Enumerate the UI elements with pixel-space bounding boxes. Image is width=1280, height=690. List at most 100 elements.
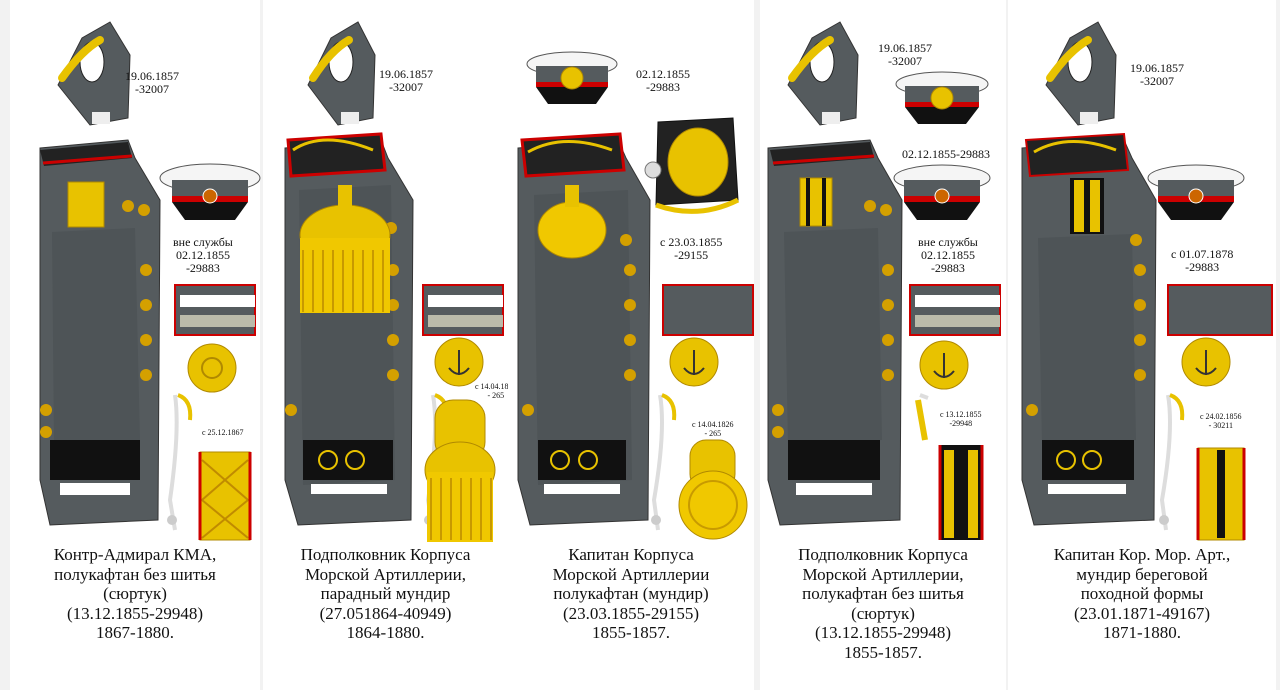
note-line: 02.12.1855 — [175, 248, 230, 262]
peaked-cap-icon — [893, 164, 991, 220]
strap-date-note: с 14.04.1826 - 265 — [475, 382, 517, 400]
anchor-button-icon — [1181, 337, 1231, 387]
caption-line: (сюртук) — [103, 584, 167, 603]
strap-date-note: с 25.12.1867 — [202, 428, 244, 437]
note-line: вне службы — [918, 235, 978, 249]
collar-patch-icon — [1167, 284, 1273, 336]
note-line: -32007 — [888, 54, 922, 68]
coat-icon — [517, 132, 651, 526]
caption-line: Капитан Кор. Мор. Арт., — [1053, 545, 1231, 564]
note-line: -29883 — [1185, 260, 1220, 274]
peaked-cap-icon — [895, 71, 989, 124]
note-line: 19.06.1857 — [1130, 61, 1184, 75]
uniform-illustration-3 — [517, 51, 754, 540]
collar-patch-icon — [174, 284, 256, 336]
uniform-caption: Подполковник Корпуса Морской Артиллерии,… — [760, 545, 1006, 662]
note-line: - 265 — [487, 391, 505, 400]
shako-date-note: с 23.03.1855 -29155 — [660, 236, 722, 262]
note-line: с 24.02.1856 — [1200, 412, 1242, 421]
bicorne-hat-icon — [787, 21, 859, 126]
collar-patch-icon — [422, 284, 504, 336]
cap-date-note: 02.12.1855-29883 — [902, 148, 990, 161]
uniform-caption: Капитан Корпуса Морской Артиллерии полук… — [508, 545, 754, 643]
caption-line: мундир береговой — [1076, 564, 1208, 584]
epaulette-strap-icon — [678, 439, 748, 540]
sword-icon — [915, 393, 929, 441]
sword-icon — [1159, 393, 1185, 531]
note-line: -29883 — [646, 80, 680, 94]
hat-date-note: 19.06.1857 -32007 — [878, 42, 932, 68]
hat-date-note: 19.06.1857 -32007 — [1130, 62, 1184, 88]
anchor-button-icon — [669, 337, 719, 387]
uniform-panel-5: 19.06.1857 -32007 с 01.07.1878 -29883 с … — [1008, 0, 1276, 690]
sword-icon — [167, 393, 193, 531]
peaked-cap-icon — [159, 163, 261, 220]
peaked-cap-icon — [1147, 164, 1245, 220]
note-line: -29948 — [949, 419, 973, 428]
uniform-panel-2: 19.06.1857 -32007 с 14.04.1826 - 265 Под… — [263, 0, 517, 690]
cap-date-note: вне службы 02.12.1855 -29883 — [173, 236, 233, 275]
note-line: -32007 — [389, 80, 423, 94]
caption-line: полукафтан без шитья — [802, 584, 964, 603]
coat-icon — [1021, 132, 1157, 526]
cap-date-note: 02.12.1855 -29883 — [636, 68, 690, 94]
peaked-cap-icon — [526, 51, 618, 104]
epaulette-strap-icon — [424, 399, 496, 542]
caption-line: Контр-Адмирал КМА, — [53, 545, 217, 564]
epaulette-icon — [299, 185, 391, 313]
note-line: 02.12.1855-29883 — [902, 147, 990, 161]
note-line: 19.06.1857 — [379, 67, 433, 81]
caption-line: 1855-1857. — [592, 623, 670, 642]
note-line: 02.12.1855 — [920, 248, 975, 262]
caption-line: походной формы — [1080, 584, 1204, 603]
cap2-date-note: вне службы 02.12.1855 -29883 — [918, 236, 978, 275]
caption-line: (23.03.1855-29155) — [563, 603, 699, 623]
note-line: 02.12.1855 — [636, 67, 690, 81]
coat-icon — [39, 139, 161, 526]
epaulette-icon — [537, 185, 607, 259]
caption-line: полукафтан (мундир) — [553, 584, 709, 603]
hat-date-note: 19.06.1857 -32007 — [379, 68, 433, 94]
note-line: -32007 — [1140, 74, 1174, 88]
sword-icon — [651, 393, 677, 531]
uniform-panel-3: 02.12.1855 -29883 с 23.03.1855 -29155 с … — [508, 0, 754, 690]
strap-date-note: с 13.12.1855 -29948 — [940, 410, 982, 428]
shoulder-strap-icon — [1196, 447, 1246, 541]
collar-patch-icon — [909, 284, 1001, 336]
caption-line: парадный мундир — [320, 584, 451, 603]
strap-date-note: с 14.04.1826 - 265 — [692, 420, 734, 438]
uniform-illustration-1 — [39, 21, 261, 541]
caption-line: 1871-1880. — [1103, 623, 1181, 642]
note-line: - 265 — [704, 429, 722, 438]
note-line: -32007 — [135, 82, 169, 96]
note-line: -29155 — [674, 248, 709, 262]
caption-line: Морской Артиллерии, — [304, 564, 467, 584]
cap-date-note: с 01.07.1878 -29883 — [1171, 248, 1233, 274]
strap-date-note: с 24.02.1856 - 30211 — [1200, 412, 1242, 430]
caption-line: (13.12.1855-29948) — [815, 623, 951, 642]
shoulder-strap-icon — [198, 451, 252, 541]
caption-line: Морской Артиллерии — [552, 564, 710, 584]
note-line: -29883 — [185, 261, 220, 275]
note-line: с 01.07.1878 — [1171, 247, 1234, 261]
uniform-caption: Контр-Адмирал КМА, полукафтан без шитья … — [10, 545, 260, 643]
hat-date-note: 19.06.1857 -32007 — [125, 70, 179, 96]
button-icon — [187, 343, 237, 393]
bicorne-hat-icon — [1045, 21, 1117, 126]
note-line: 19.06.1857 — [878, 41, 932, 55]
caption-line: (сюртук) — [851, 603, 915, 623]
caption-line: Подполковник Корпуса — [798, 545, 968, 564]
uniform-caption: Капитан Кор. Мор. Арт., мундир береговой… — [1008, 545, 1276, 643]
uniform-panel-4: 19.06.1857 -32007 02.12.1855-29883 вне с… — [760, 0, 1006, 690]
uniform-panel-1: 19.06.1857 -32007 вне службы 02.12.1855 … — [10, 0, 261, 690]
caption-line: Морской Артиллерии, — [802, 564, 964, 584]
bicorne-hat-icon — [307, 21, 376, 126]
caption-line: 1867-1880. — [96, 623, 174, 642]
note-line: с 25.12.1867 — [202, 428, 244, 437]
note-line: - 30211 — [1208, 421, 1233, 430]
coat-icon — [767, 139, 903, 526]
note-line: с 13.12.1855 — [940, 410, 982, 419]
uniform-illustration-5 — [1021, 21, 1273, 541]
anchor-button-icon — [919, 340, 969, 390]
anchor-button-icon — [434, 337, 484, 387]
